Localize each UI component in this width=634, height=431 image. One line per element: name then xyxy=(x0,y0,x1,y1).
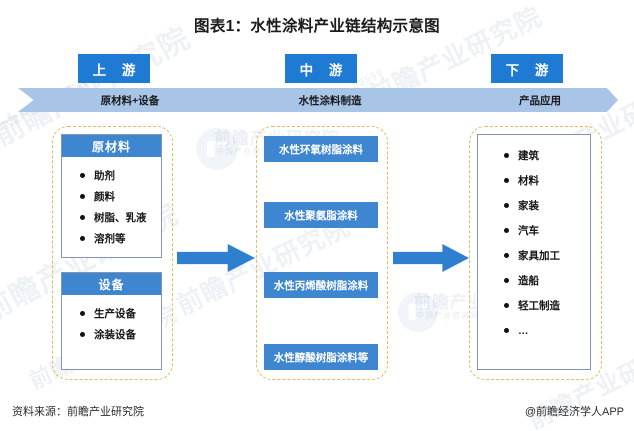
connector-arrow-upstream-to-midstream xyxy=(177,244,255,272)
list-item: 家具加工 xyxy=(478,243,590,268)
list-item: … xyxy=(478,318,590,343)
watermark-logo-icon xyxy=(196,128,238,170)
list-item: 材料 xyxy=(478,168,590,193)
list-item-label: 材料 xyxy=(518,175,539,187)
product-box-alkyd: 水性醇酸树脂涂料等 xyxy=(264,344,378,370)
list-item-label: 树脂、乳液 xyxy=(94,212,147,224)
list-item: 颜料 xyxy=(62,186,161,207)
list-item-label: 助剂 xyxy=(94,170,115,182)
product-box-epoxy: 水性环氧树脂涂料 xyxy=(264,136,378,162)
list-item-label: 轻工制造 xyxy=(518,300,560,312)
bullet-dot-icon xyxy=(504,153,509,158)
arrow-right-icon xyxy=(177,244,255,272)
arrow-right-icon xyxy=(393,244,469,272)
bullet-dot-icon xyxy=(80,311,85,316)
equipment-list: 生产设备 涂装设备 xyxy=(62,303,161,345)
list-item: 轻工制造 xyxy=(478,293,590,318)
panel-body-equipment: 生产设备 涂装设备 xyxy=(62,295,161,349)
bullet-dot-icon xyxy=(80,332,85,337)
source-note: 资料来源：前瞻产业研究院 xyxy=(12,406,144,418)
bullet-dot-icon xyxy=(80,215,85,220)
arrow-band-shape xyxy=(18,88,618,112)
list-item-label: 造船 xyxy=(518,275,539,287)
watermark-logo-icon xyxy=(398,292,438,332)
upstream-column xyxy=(52,126,173,380)
product-box-acrylic: 水性丙烯酸树脂涂料 xyxy=(264,272,378,298)
band-label-upstream: 原材料+设备 xyxy=(100,94,160,107)
bullet-dot-icon xyxy=(504,178,509,183)
page-title: 图表1：水性涂料产业链结构示意图 xyxy=(194,18,440,35)
bullet-dot-icon xyxy=(504,253,509,258)
panel-body-raw-materials: 助剂 颜料 树脂、乳液 溶剂等 xyxy=(62,157,161,253)
list-item-label: 涂装设备 xyxy=(94,329,136,341)
panel-raw-materials: 原材料 助剂 颜料 树脂、乳液 溶剂等 xyxy=(61,134,162,258)
product-box-polyurethane: 水性聚氨脂涂料 xyxy=(264,202,378,228)
list-item: 生产设备 xyxy=(62,303,161,324)
stage-chip-midstream: 中 游 xyxy=(285,54,357,83)
list-item: 溶剂等 xyxy=(62,228,161,249)
list-item-label: … xyxy=(518,324,529,337)
list-item: 助剂 xyxy=(62,165,161,186)
applications-list: 建筑 材料 家装 汽车 家具加工 造船 xyxy=(478,135,590,343)
bullet-dot-icon xyxy=(504,228,509,233)
list-item-label: 汽车 xyxy=(518,225,539,237)
midstream-column xyxy=(256,126,388,380)
connector-arrow-midstream-to-downstream xyxy=(393,244,469,272)
list-item: 树脂、乳液 xyxy=(62,207,161,228)
bullet-dot-icon xyxy=(80,236,85,241)
list-item-label: 家装 xyxy=(518,200,539,212)
stage-chip-upstream: 上 游 xyxy=(78,54,150,83)
panel-header-equipment: 设备 xyxy=(62,273,161,295)
raw-materials-list: 助剂 颜料 树脂、乳液 溶剂等 xyxy=(62,165,161,249)
panel-equipment: 设备 生产设备 涂装设备 xyxy=(61,272,162,370)
value-chain-arrow-band: 原材料+设备 水性涂料制造 产品应用 xyxy=(18,88,618,112)
list-item: 建筑 xyxy=(478,143,590,168)
downstream-column xyxy=(469,126,602,380)
list-item-label: 生产设备 xyxy=(94,308,136,320)
bullet-dot-icon xyxy=(504,303,509,308)
band-label-downstream: 产品应用 xyxy=(519,94,561,107)
bullet-dot-icon xyxy=(504,203,509,208)
attribution-note: @前瞻经济学人APP xyxy=(524,406,624,418)
list-item: 家装 xyxy=(478,193,590,218)
bullet-dot-icon xyxy=(504,278,509,283)
bullet-dot-icon xyxy=(80,173,85,178)
list-item-label: 建筑 xyxy=(518,150,539,162)
list-item-label: 颜料 xyxy=(94,191,115,203)
bullet-dot-icon xyxy=(504,328,509,333)
panel-applications: 建筑 材料 家装 汽车 家具加工 造船 xyxy=(477,134,591,370)
panel-header-raw-materials: 原材料 xyxy=(62,135,161,157)
band-label-midstream: 水性涂料制造 xyxy=(298,94,362,107)
list-item: 造船 xyxy=(478,268,590,293)
list-item: 涂装设备 xyxy=(62,324,161,345)
list-item: 汽车 xyxy=(478,218,590,243)
list-item-label: 溶剂等 xyxy=(94,233,126,245)
list-item-label: 家具加工 xyxy=(518,250,560,262)
stage-chip-downstream: 下 游 xyxy=(491,54,563,83)
bullet-dot-icon xyxy=(80,194,85,199)
